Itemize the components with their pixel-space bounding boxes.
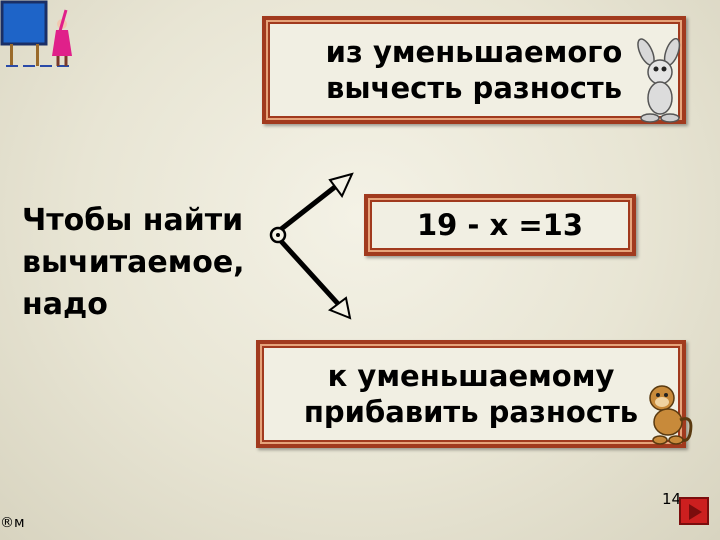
next-slide-button[interactable] xyxy=(679,497,709,525)
arrow-down-line xyxy=(278,238,342,308)
instruction-line-3: надо xyxy=(22,287,108,322)
arrow-down-head xyxy=(327,296,352,320)
arrow-up-line xyxy=(278,181,342,232)
option-bottom-line-2: прибавить разность xyxy=(303,395,639,429)
copyright-mark: ®м xyxy=(0,515,25,531)
next-slide-icon xyxy=(689,504,702,520)
monkey-icon xyxy=(649,385,693,445)
option-top-line-1: из уменьшаемого xyxy=(325,34,623,69)
teacher-at-board-icon xyxy=(0,0,72,67)
arrow-up-head xyxy=(328,172,354,198)
instruction-line-2: вычитаемое, xyxy=(22,245,245,280)
option-top-line-2: вычесть разность xyxy=(325,71,623,105)
equation-text: 19 - х =13 xyxy=(416,207,584,242)
option-add-difference[interactable]: к уменьшаемому прибавить разность xyxy=(256,340,686,448)
rabbit-icon xyxy=(637,38,681,123)
slide-number: 14 xyxy=(662,490,682,508)
instruction-line-1: Чтобы найти xyxy=(22,203,244,238)
instruction-text: Чтобы найти вычитаемое, надо xyxy=(22,200,272,326)
equation-box: 19 - х =13 xyxy=(364,194,636,256)
option-subtract-difference[interactable]: из уменьшаемого вычесть разность xyxy=(262,16,686,124)
option-bottom-line-1: к уменьшаемому xyxy=(327,358,615,393)
